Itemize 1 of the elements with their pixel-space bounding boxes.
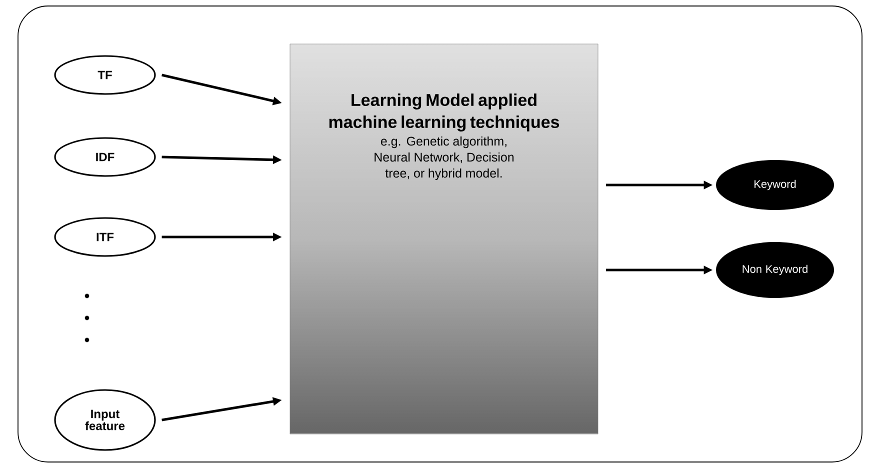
model-box: Learning Model applied machine learning techniques e.g. Genetic algorithm, Neural Network, Decision tree, or hybrid model.	[290, 44, 598, 434]
